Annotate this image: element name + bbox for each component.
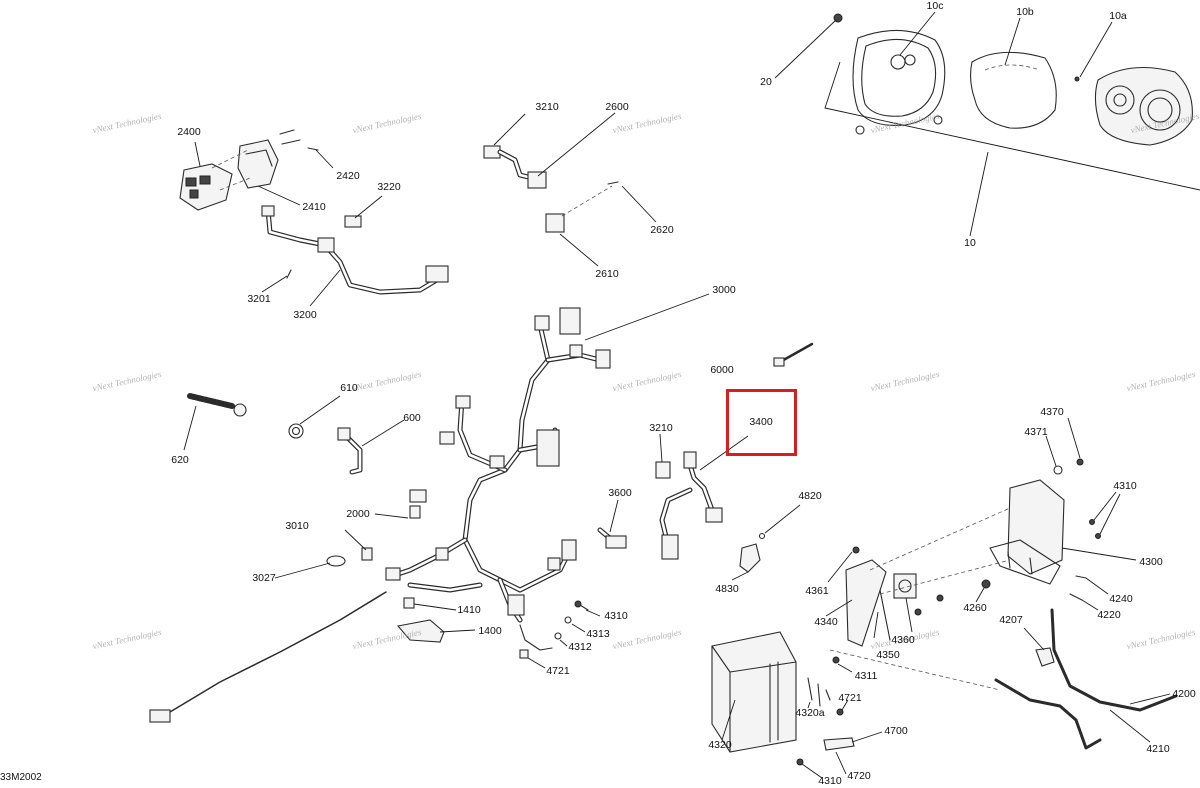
callout-label[interactable]: 2000: [346, 507, 370, 520]
strap-4700: [823, 737, 855, 751]
callout-label[interactable]: 4721: [546, 664, 570, 677]
connector-3000-a: [559, 307, 581, 335]
connector-2600: [527, 171, 547, 189]
callout-label[interactable]: 4310: [818, 774, 842, 787]
nut-1410: [403, 597, 415, 609]
grommet-3010: [361, 547, 373, 561]
washer-4371: [1053, 465, 1063, 475]
callout-label[interactable]: 4210: [1146, 742, 1170, 755]
callout-label[interactable]: 3220: [377, 180, 401, 193]
callout-label[interactable]: 20: [760, 75, 772, 88]
callout-label[interactable]: 3201: [247, 292, 271, 305]
battery-4320: [711, 631, 797, 753]
callout-label[interactable]: 10: [964, 236, 976, 249]
callout-label[interactable]: 3000: [712, 283, 736, 296]
callout-label[interactable]: 4260: [963, 601, 987, 614]
callout-label[interactable]: 10a: [1109, 9, 1127, 22]
sensor-3600: [605, 535, 627, 549]
connector-2000: [409, 505, 421, 519]
callout-label[interactable]: 4310: [604, 609, 628, 622]
callout-label[interactable]: 4207: [999, 613, 1023, 626]
callout-label[interactable]: 10c: [926, 0, 944, 12]
callout-label[interactable]: 600: [403, 411, 421, 424]
callout-label[interactable]: 6000: [710, 363, 734, 376]
callout-label[interactable]: 4361: [805, 584, 829, 597]
callout-label[interactable]: 4312: [568, 640, 592, 653]
callout-label[interactable]: 610: [340, 381, 358, 394]
callout-label[interactable]: 4350: [876, 648, 900, 661]
solenoid-4360: [893, 573, 917, 599]
connector-ground: [149, 709, 171, 723]
callout-label[interactable]: 4370: [1040, 405, 1064, 418]
cluster-gauge-10a: [1094, 66, 1193, 146]
nut-4260: [981, 579, 991, 589]
callout-label[interactable]: 4320: [708, 738, 732, 751]
clip-10a: [1074, 76, 1080, 82]
callout-label[interactable]: 1410: [457, 603, 481, 616]
callout-label[interactable]: 3200: [293, 308, 317, 321]
screw-4310-bottom: [796, 758, 804, 766]
callout-label[interactable]: 4371: [1024, 425, 1048, 438]
callout-label[interactable]: 4313: [586, 627, 610, 640]
screw-4310-left: [574, 600, 582, 608]
clip-4820: [758, 532, 766, 540]
switch-cover-2410: [237, 139, 279, 189]
callout-label[interactable]: 3027: [252, 571, 276, 584]
callout-label[interactable]: 4310: [1113, 479, 1137, 492]
callout-label[interactable]: 2610: [595, 267, 619, 280]
callout-label[interactable]: 4200: [1172, 687, 1196, 700]
bracket-4340: [845, 559, 887, 647]
connector-2610: [545, 213, 565, 233]
callout-label[interactable]: 3600: [608, 486, 632, 499]
bracket-1400: [396, 619, 445, 643]
switch-housing-2400: [179, 163, 233, 211]
callout-label[interactable]: 1400: [478, 624, 502, 637]
module-3200: [425, 265, 449, 283]
callout-label[interactable]: 4720: [847, 769, 871, 782]
cluster-lens-10b: [969, 51, 1057, 129]
callout-label[interactable]: 2420: [336, 169, 360, 182]
sensor-6000: [773, 357, 785, 367]
callout-label[interactable]: 4700: [884, 724, 908, 737]
callout-label[interactable]: 3400: [749, 415, 773, 428]
callout-label[interactable]: 2600: [605, 100, 629, 113]
callout-label[interactable]: 3210: [535, 100, 559, 113]
connector-3400: [683, 451, 697, 469]
callout-label[interactable]: 2400: [177, 125, 201, 138]
callout-label[interactable]: 4311: [854, 669, 878, 682]
nut-4721: [519, 649, 529, 659]
sensor-620: [233, 403, 247, 417]
diagram-code: 33M2002: [0, 772, 42, 783]
callout-label[interactable]: 2620: [650, 223, 674, 236]
callout-label[interactable]: 4820: [798, 489, 822, 502]
cluster-bezel-10c: [852, 29, 946, 135]
callout-label[interactable]: 620: [171, 453, 189, 466]
callout-label[interactable]: 4300: [1139, 555, 1163, 568]
clip-4207: [1035, 647, 1055, 667]
callout-label[interactable]: 4360: [891, 633, 915, 646]
connector-3200: [261, 205, 275, 217]
grommet-610: [288, 423, 304, 439]
callout-label[interactable]: 4320a: [795, 706, 825, 719]
connector-3220: [344, 215, 362, 228]
callout-label[interactable]: 2410: [302, 200, 326, 213]
callout-label[interactable]: 3010: [285, 519, 309, 532]
connector-3210-mid: [655, 461, 671, 479]
callout-label[interactable]: 4340: [814, 615, 838, 628]
highlight-box: [726, 389, 797, 456]
boot-4830: [739, 543, 761, 573]
callout-label[interactable]: 10b: [1016, 5, 1034, 18]
ring-3027: [326, 555, 346, 567]
screw-4370: [1076, 458, 1084, 466]
callout-label[interactable]: 4220: [1097, 608, 1121, 621]
sensor-600: [337, 427, 351, 441]
callout-label[interactable]: 4721: [838, 691, 862, 704]
callout-label[interactable]: 4830: [715, 582, 739, 595]
bracket-4300: [1007, 479, 1065, 575]
callout-label[interactable]: 4240: [1109, 592, 1133, 605]
callout-label[interactable]: 3210: [649, 421, 673, 434]
